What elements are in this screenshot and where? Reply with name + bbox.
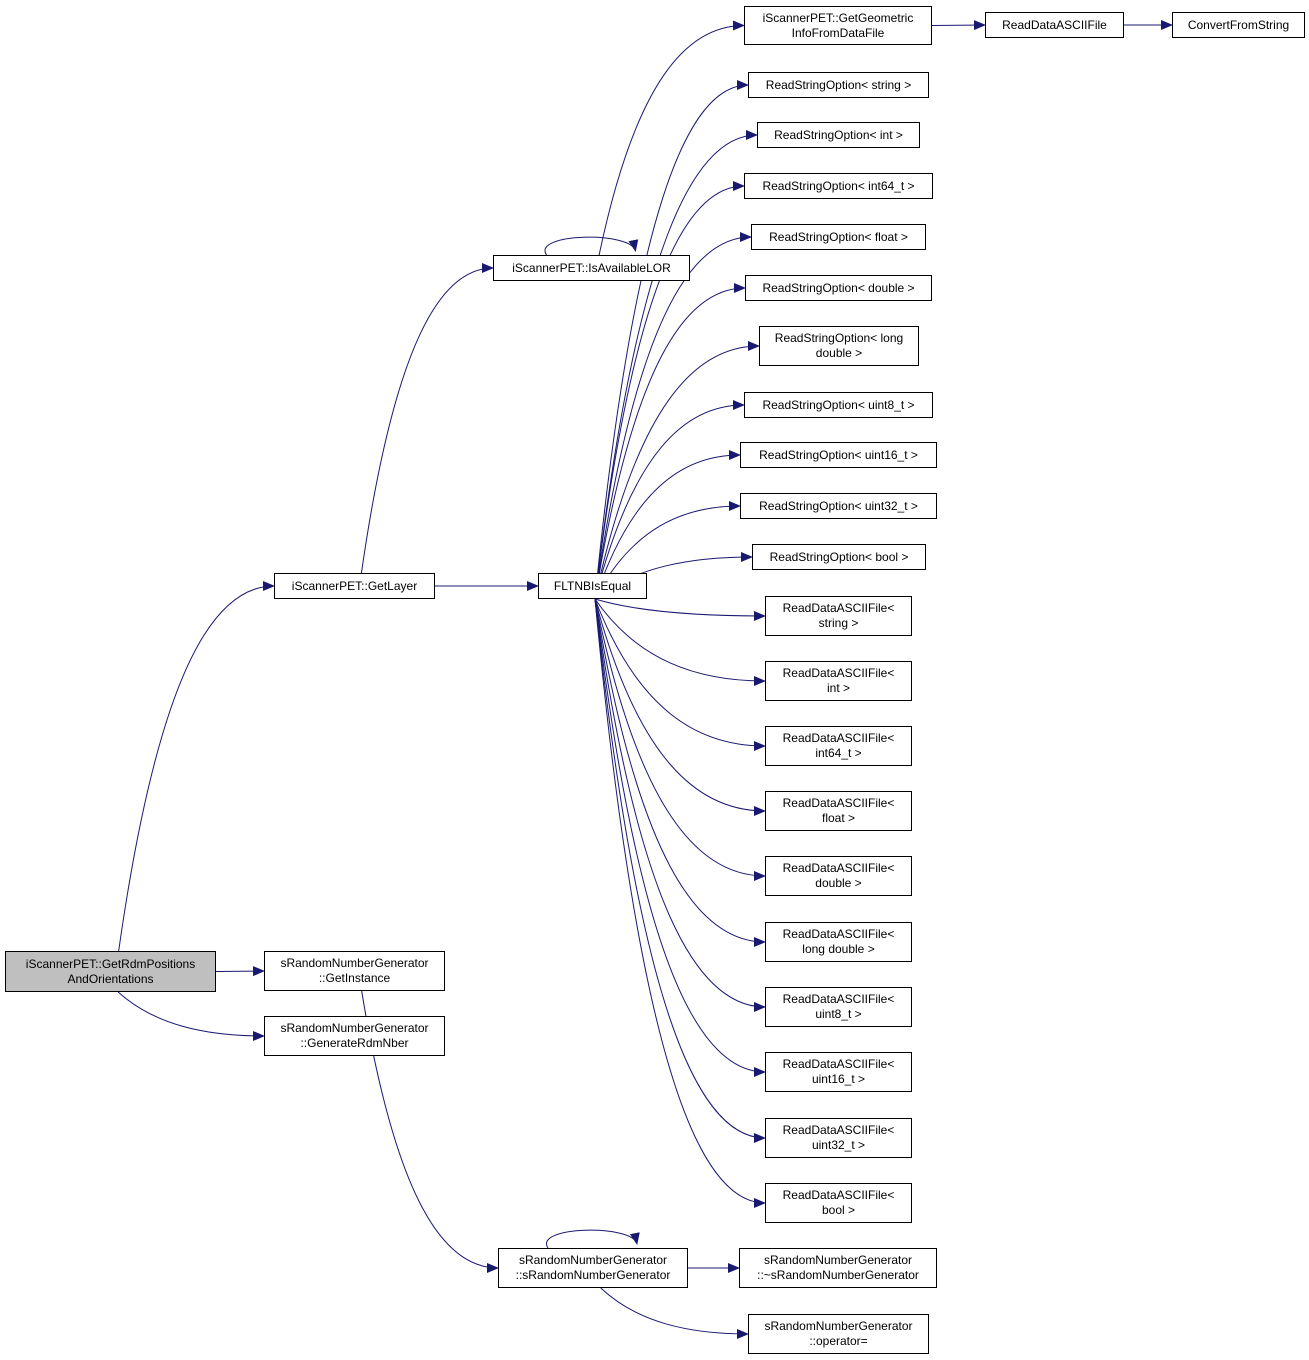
edge-fltnb_is_equal-to-rso_int64: [594, 181, 745, 600]
edge-fltnb_is_equal-to-rdaf_int: [594, 598, 766, 686]
edge-fltnb_is_equal-to-rso_float: [594, 232, 752, 600]
edge-root-to-rng_generate: [117, 991, 265, 1041]
node-read-data-ascii-file-long-double[interactable]: ReadDataASCIIFile<long double >: [765, 922, 912, 962]
edge-rng_get_instance-to-rng_ctor: [361, 990, 499, 1273]
edge-get_layer-to-is_available_lor: [360, 263, 494, 574]
edge-fltnb_is_equal-to-rdaf_uint16: [594, 598, 766, 1077]
node-read-data-ascii-file-bool[interactable]: ReadDataASCIIFile<bool >: [765, 1183, 912, 1223]
node-rng-get-instance[interactable]: sRandomNumberGenerator::GetInstance: [264, 951, 445, 991]
edge-fltnb_is_equal-to-rdaf_int64: [594, 598, 766, 751]
node-rng-generate-rdm-nber[interactable]: sRandomNumberGenerator::GenerateRdmNber: [264, 1016, 445, 1056]
edge-fltnb_is_equal-to-rso_uint8: [594, 400, 745, 600]
node-read-string-option-uint16[interactable]: ReadStringOption< uint16_t >: [740, 442, 937, 468]
node-read-data-ascii-file-uint8[interactable]: ReadDataASCIIFile<uint8_t >: [765, 987, 912, 1027]
node-read-string-option-uint8[interactable]: ReadStringOption< uint8_t >: [744, 392, 933, 418]
edge-fltnb_is_equal-to-rdaf_bool: [594, 598, 766, 1208]
node-read-string-option-string[interactable]: ReadStringOption< string >: [748, 72, 929, 98]
node-is-available-lor[interactable]: iScannerPET::IsAvailableLOR: [493, 255, 690, 281]
node-get-layer[interactable]: iScannerPET::GetLayer: [274, 573, 435, 599]
node-rng-destructor[interactable]: sRandomNumberGenerator::~sRandomNumberGe…: [739, 1248, 937, 1288]
node-rng-operator-assign[interactable]: sRandomNumberGenerator::operator=: [748, 1314, 929, 1354]
edge-get_geometric_info-to-read_data_ascii_file: [931, 20, 986, 31]
edge-is_available_lor-to-get_geometric_info: [598, 20, 745, 256]
edge-is_available_lor-to-is_available_lor: [544, 236, 639, 256]
node-read-data-ascii-file-int64[interactable]: ReadDataASCIIFile<int64_t >: [765, 726, 912, 766]
edge-fltnb_is_equal-to-rdaf_float: [594, 598, 766, 816]
edge-fltnb_is_equal-to-rdaf_double: [594, 598, 766, 881]
edge-fltnb_is_equal-to-rdaf_long_double: [594, 598, 766, 947]
edge-fltnb_is_equal-to-rdaf_uint32: [594, 598, 766, 1143]
edge-root-to-rng_get_instance: [215, 966, 265, 977]
edge-fltnb_is_equal-to-rso_int: [594, 130, 758, 600]
node-fltnb-is-equal[interactable]: FLTNBIsEqual: [538, 573, 647, 599]
node-read-string-option-float[interactable]: ReadStringOption< float >: [751, 224, 926, 250]
node-read-data-ascii-file[interactable]: ReadDataASCIIFile: [985, 12, 1124, 38]
node-read-string-option-double[interactable]: ReadStringOption< double >: [745, 275, 932, 301]
node-read-data-ascii-file-uint32[interactable]: ReadDataASCIIFile<uint32_t >: [765, 1118, 912, 1158]
node-read-data-ascii-file-int[interactable]: ReadDataASCIIFile<int >: [765, 661, 912, 701]
edge-fltnb_is_equal-to-rdaf_string: [594, 598, 766, 621]
edge-fltnb_is_equal-to-rso_uint16: [594, 450, 741, 600]
edge-rng_ctor-to-rng_assign: [600, 1287, 749, 1339]
node-read-data-ascii-file-double[interactable]: ReadDataASCIIFile<double >: [765, 856, 912, 896]
node-read-string-option-bool[interactable]: ReadStringOption< bool >: [752, 544, 926, 570]
node-rng-constructor[interactable]: sRandomNumberGenerator::sRandomNumberGen…: [498, 1248, 688, 1288]
node-read-data-ascii-file-uint16[interactable]: ReadDataASCIIFile<uint16_t >: [765, 1052, 912, 1092]
edge-rng_ctor-to-rng_ctor: [545, 1229, 640, 1249]
node-convert-from-string[interactable]: ConvertFromString: [1172, 12, 1305, 38]
edge-fltnb_is_equal-to-rso_double: [594, 283, 746, 600]
edge-fltnb_is_equal-to-rdaf_uint8: [594, 598, 766, 1012]
node-read-data-ascii-file-float[interactable]: ReadDataASCIIFile<float >: [765, 791, 912, 831]
node-read-string-option-int64[interactable]: ReadStringOption< int64_t >: [744, 173, 933, 199]
edge-fltnb_is_equal-to-rso_long_double: [594, 341, 760, 600]
edge-fltnb_is_equal-to-rso_string: [594, 80, 749, 600]
node-read-string-option-uint32[interactable]: ReadStringOption< uint32_t >: [740, 493, 937, 519]
edge-root-to-get_layer: [118, 581, 275, 952]
node-read-data-ascii-file-string[interactable]: ReadDataASCIIFile<string >: [765, 596, 912, 636]
node-read-string-option-int[interactable]: ReadStringOption< int >: [757, 122, 920, 148]
